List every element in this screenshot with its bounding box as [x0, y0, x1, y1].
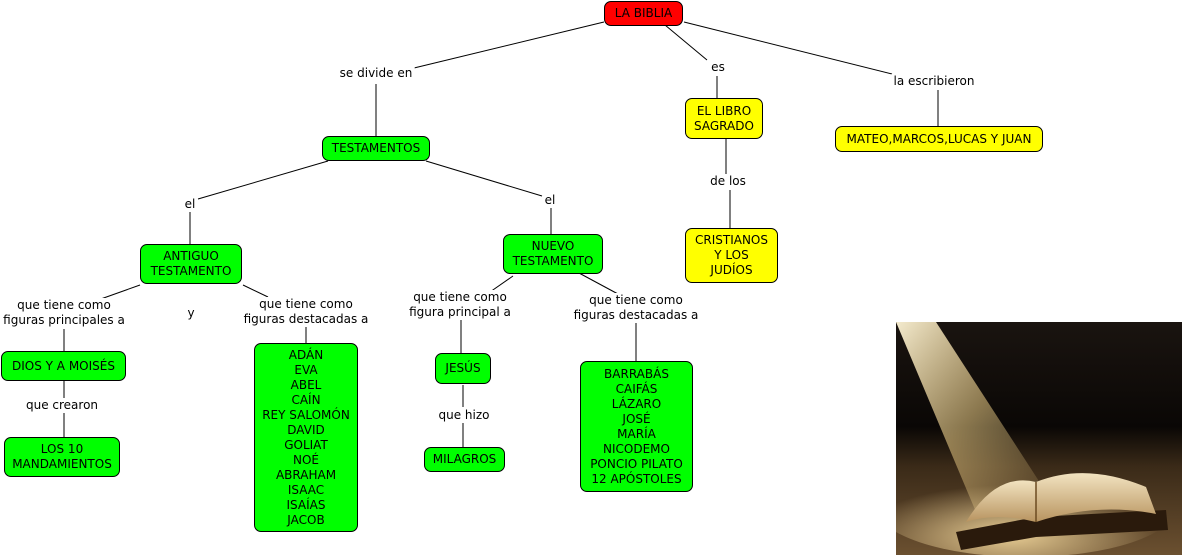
node-los-10-mandamientos[interactable]: LOS 10 MANDAMIENTOS	[4, 437, 120, 477]
node-la-biblia[interactable]: LA BIBLIA	[604, 1, 683, 26]
node-figuras-antiguo[interactable]: ADÁN EVA ABEL CAÍN REY SALOMÓN DAVID GOL…	[254, 343, 358, 532]
node-nuevo-testamento[interactable]: NUEVO TESTAMENTO	[503, 234, 603, 274]
node-evangelistas[interactable]: MATEO,MARCOS,LUCAS Y JUAN	[835, 126, 1043, 152]
link-label-se-divide-en: se divide en	[337, 66, 415, 81]
link-label-y: y	[185, 306, 197, 321]
link-label-el-right: el	[542, 193, 558, 208]
link-label-el-left: el	[182, 197, 198, 212]
node-milagros[interactable]: MILAGROS	[424, 447, 505, 472]
link-label-figuras-destacadas-nuevo: que tiene como figuras destacadas a	[571, 293, 701, 323]
node-jesus[interactable]: JESÚS	[435, 353, 491, 384]
node-antiguo-testamento[interactable]: ANTIGUO TESTAMENTO	[140, 244, 242, 284]
link-label-figuras-principales: que tiene como figuras principales a	[1, 298, 127, 328]
link-label-que-crearon: que crearon	[23, 398, 101, 413]
link-label-es: es	[709, 60, 727, 75]
node-dios-moises[interactable]: DIOS Y A MOISÉS	[1, 351, 126, 381]
link-label-que-hizo: que hizo	[436, 408, 492, 423]
link-label-figuras-destacadas-antiguo: que tiene como figuras destacadas a	[241, 297, 371, 327]
node-figuras-nuevo[interactable]: BARRABÁS CAIFÁS LÁZARO JOSÉ MARÍA NICODE…	[580, 361, 693, 492]
link-label-la-escribieron: la escribieron	[891, 74, 977, 89]
link-label-de-los: de los	[708, 174, 748, 189]
node-el-libro-sagrado[interactable]: EL LIBRO SAGRADO	[685, 98, 763, 139]
node-testamentos[interactable]: TESTAMENTOS	[322, 136, 430, 161]
bible-illustration	[896, 322, 1182, 555]
bible-light-image	[896, 322, 1182, 555]
node-cristianos-judios[interactable]: CRISTIANOS Y LOS JUDÍOS	[685, 228, 778, 283]
link-label-figura-principal: que tiene como figura principal a	[407, 290, 513, 320]
